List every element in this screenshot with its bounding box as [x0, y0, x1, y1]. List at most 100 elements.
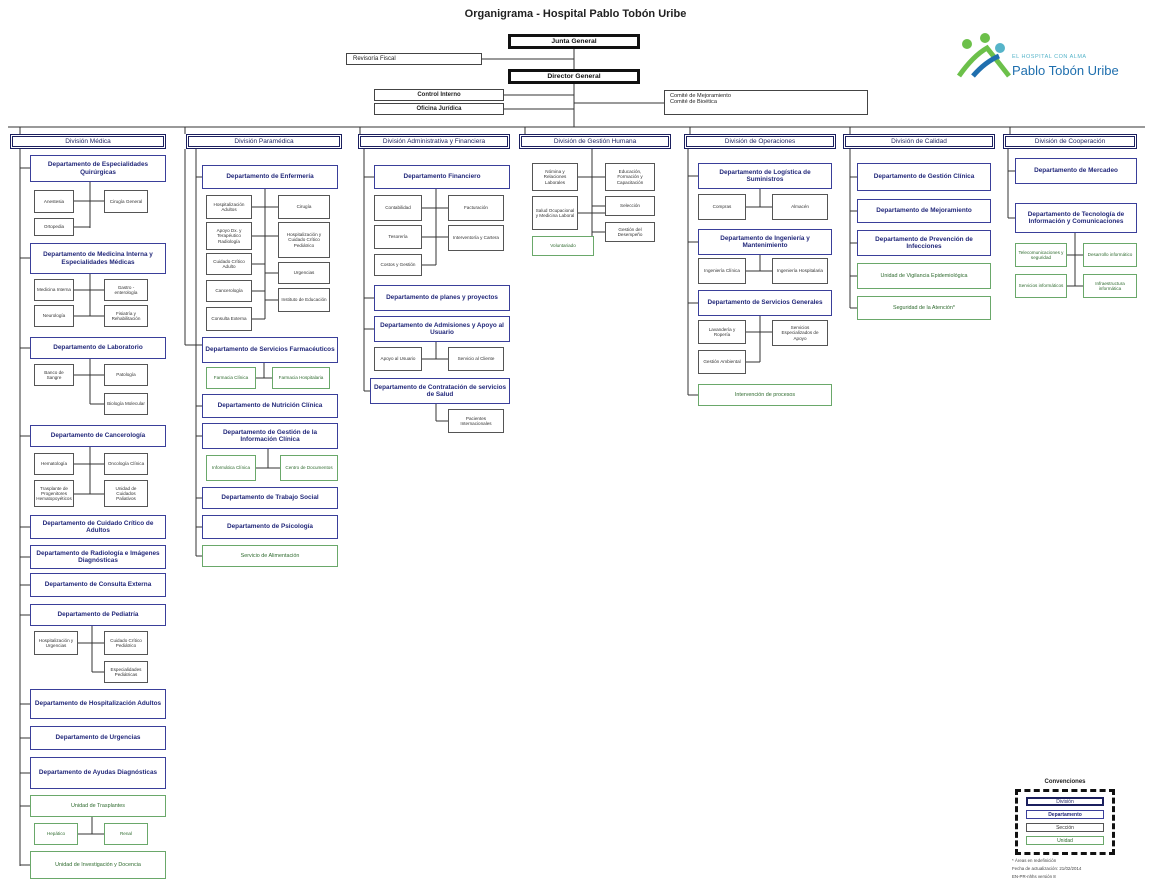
sec-medicina-interna: Medicina Interna — [34, 279, 74, 301]
uni-renal: Renal — [104, 823, 148, 845]
sec-gestion-desempeno: Gestión del Desempeño — [605, 222, 655, 242]
logo-name: Pablo Tobón Uribe — [1012, 63, 1119, 78]
uni-servicio-alimentacion: Servicio de Alimentación — [202, 545, 338, 567]
sec-patologia: Patología — [104, 364, 148, 386]
legend-unidad: Unidad — [1026, 836, 1104, 845]
dep-prevencion-infecciones: Departamento de Prevención de Infeccione… — [857, 230, 991, 256]
dep-laboratorio: Departamento de Laboratorio — [30, 337, 166, 359]
sec-banco-sangre: Banco de Sangre — [34, 364, 74, 386]
dep-cuidado-critico: Departamento de Cuidado Crítico de Adult… — [30, 515, 166, 539]
dep-financiero: Departamento Financiero — [374, 165, 510, 189]
legend-box: División Departamento Sección Unidad — [1015, 789, 1115, 855]
dep-hospitalizacion-adultos: Departamento de Hospitalización Adultos — [30, 689, 166, 719]
dep-especialidades-quirurgicas: Departamento de Especialidades Quirúrgic… — [30, 155, 166, 182]
dep-contratacion: Departamento de Contratación de servicio… — [370, 378, 510, 404]
sec-contabilidad: Contabilidad — [374, 195, 422, 221]
division-calidad: División de Calidad — [843, 134, 995, 149]
dep-gestion-clinica: Departamento de Gestión Clínica — [857, 163, 991, 191]
sec-seleccion: Selección — [605, 196, 655, 216]
sec-especialidades-pediatricas: Especialidades Pediátricas — [104, 661, 148, 683]
sec-biologia-molecular: Biología Molecular — [104, 393, 148, 415]
sec-facturacion: Facturación — [448, 195, 504, 221]
sec-servicio-cliente: Servicio al Cliente — [448, 347, 504, 371]
legend-departamento: Departamento — [1026, 810, 1104, 819]
hospital-logo — [956, 33, 1011, 78]
sec-hospitalizacion-adultos: Hospitalización Adultos — [206, 195, 252, 219]
division-paramedica: División Paramédica — [186, 134, 342, 149]
division-cooperacion: División de Cooperación — [1003, 134, 1137, 149]
sec-cancerologia: Cancerología — [206, 280, 252, 302]
uni-telecomunicaciones: Telecomunicaciones y seguridad — [1015, 243, 1067, 267]
dep-mejoramiento: Departamento de Mejoramiento — [857, 199, 991, 223]
sec-urgencias: Urgencias — [278, 262, 330, 284]
dep-tecnologia-informacion: Departamento de Tecnología de Informació… — [1015, 203, 1137, 233]
sec-ortopedia: Ortopedia — [34, 218, 74, 236]
dep-radiologia: Departamento de Radiología e Imágenes Di… — [30, 545, 166, 569]
sec-educacion: Educación, Formación y Capacitación — [605, 163, 655, 191]
dep-planes-proyectos: Departamento de planes y proyectos — [374, 285, 510, 311]
sec-costos: Costos y Gestión — [374, 254, 422, 276]
sec-apoyo-usuario: Apoyo al Usuario — [374, 347, 422, 371]
dep-pediatria: Departamento de Pediatría — [30, 604, 166, 626]
sec-fisiatria: Fisiatría y Rehabilitación — [104, 305, 148, 327]
sec-cuidados-paliativos: Unidad de Cuidados Paliativos — [104, 480, 148, 507]
dep-ayudas-diagnosticas: Departamento de Ayudas Diagnósticas — [30, 757, 166, 789]
dep-ingenieria: Departamento de Ingeniería y Mantenimien… — [698, 229, 832, 255]
sec-gastroenterologia: Gastro - enterología — [104, 279, 148, 301]
uni-centro-documentos: Centro de Documentos — [280, 455, 338, 481]
sec-cuidado-critico-pediatrico: Cuidado Crítico Pediátrico — [104, 631, 148, 655]
dep-servicios-farmaceuticos: Departamento de Servicios Farmacéuticos — [202, 337, 338, 363]
dep-servicios-generales: Departamento de Servicios Generales — [698, 290, 832, 316]
uni-hepatico: Hepático — [34, 823, 78, 845]
uni-farmacia-hospitalaria: Farmacia Hospitalaria — [272, 367, 330, 389]
uni-vigilancia-epidemiologica: Unidad de Vigilancia Epidemiológica — [857, 263, 991, 289]
sec-gestion-ambiental: Gestión Ambiental — [698, 350, 746, 374]
uni-seguridad-atencion: Seguridad de la Atención* — [857, 296, 991, 320]
sec-ingenieria-clinica: Ingeniería Clínica — [698, 258, 746, 284]
sec-cirugia-general: Cirugía General — [104, 190, 148, 213]
sec-oncologia-clinica: Oncología Clínica — [104, 453, 148, 475]
sec-almacen: Almacén — [772, 194, 828, 220]
sec-pacientes-internacionales: Pacientes Internacionales — [448, 409, 504, 433]
sec-trasplante-progenitores: Trasplante de Progenitores Hematopoyétic… — [34, 480, 74, 507]
junta-general-box: Junta General — [508, 34, 640, 49]
legend-division: División — [1026, 797, 1104, 806]
uni-servicios-informaticos: Servicios informáticos — [1015, 274, 1067, 298]
sec-apoyo-dx: Apoyo Dx. y Terapéutico Radiología — [206, 222, 252, 250]
legend-seccion: Sección — [1026, 823, 1104, 832]
sec-tesoreria: Tesorería — [374, 225, 422, 249]
sec-hospitalizacion-pediatrica: Hospitalización y Cuidado Crítico Pediát… — [278, 222, 330, 258]
sec-instituto-educacion: Instituto de Educación — [278, 288, 330, 312]
uni-informatica-clinica: Informática Clínica — [206, 455, 256, 481]
dep-nutricion-clinica: Departamento de Nutrición Clínica — [202, 394, 338, 418]
division-medica: División Médica — [10, 134, 166, 149]
document-version: EN-PR-nhhs versión 8 — [1012, 874, 1056, 879]
dep-enfermeria: Departamento de Enfermería — [202, 165, 338, 189]
sec-hospitalizacion-urgencias: Hospitalización y Urgencias — [34, 631, 78, 655]
uni-intervencion-procesos: Intervención de procesos — [698, 384, 832, 406]
dep-consulta-externa: Departamento de Consulta Externa — [30, 573, 166, 597]
control-interno-box: Control Interno — [374, 89, 504, 101]
uni-trasplantes: Unidad de Trasplantes — [30, 795, 166, 817]
division-operaciones: División de Operaciones — [684, 134, 836, 149]
sec-ingenieria-hospitalaria: Ingeniería Hospitalaria — [772, 258, 828, 284]
uni-voluntariado: Voluntariado — [532, 236, 594, 256]
dep-cancerologia: Departamento de Cancerología — [30, 425, 166, 447]
sec-hematologia: Hematología — [34, 453, 74, 475]
dep-medicina-interna: Departamento de Medicina Interna y Espec… — [30, 243, 166, 274]
sec-cuidado-critico-adulto: Cuidado Crítico Adulto — [206, 253, 252, 275]
dep-gestion-informacion: Departamento de Gestión de la Informació… — [202, 423, 338, 449]
legend-title: Convenciones — [1044, 779, 1086, 785]
sec-interventoria: Interventoría y Cartera — [448, 225, 504, 251]
sec-salud-ocupacional: Salud Ocupacional y Medicina Laboral — [532, 196, 578, 230]
sec-servicios-especializados: Servicios Especializados de Apoyo — [772, 320, 828, 346]
dep-admisiones: Departamento de Admisiones y Apoyo al Us… — [374, 316, 510, 342]
comite-bioetica: Comité de Bioética — [670, 99, 717, 106]
sec-neurologia: Neurología — [34, 305, 74, 327]
sec-nomina: Nómina y Relaciones Laborales — [532, 163, 578, 191]
uni-investigacion-docencia: Unidad de Investigación y Docencia — [30, 851, 166, 879]
dep-urgencias: Departamento de Urgencias — [30, 726, 166, 750]
uni-farmacia-clinica: Farmacia Clínica — [206, 367, 256, 389]
dep-logistica: Departamento de Logística de Suministros — [698, 163, 832, 189]
